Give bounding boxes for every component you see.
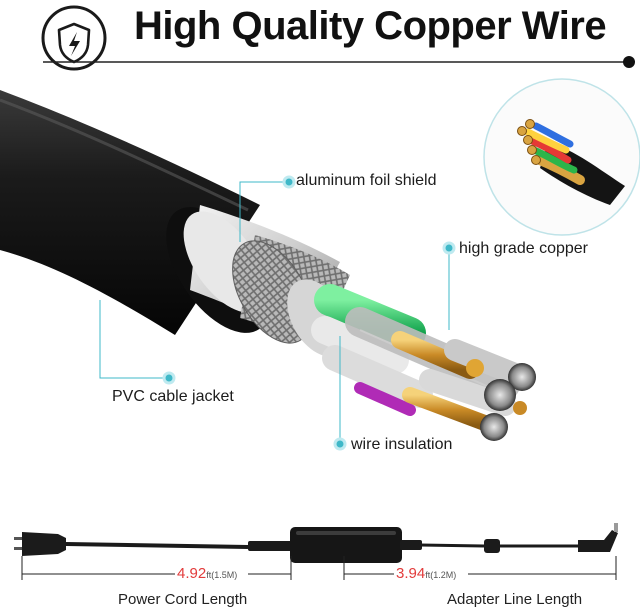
callout-dot-insulation — [333, 437, 347, 451]
power-cord-unit: ft — [206, 570, 212, 580]
header-badge — [41, 5, 107, 71]
page-title: High Quality Copper Wire — [134, 4, 607, 48]
ferrite-core — [484, 539, 500, 553]
cable-cutaway — [0, 90, 536, 441]
callout-dots — [162, 175, 456, 451]
dimension-lines — [21, 556, 617, 580]
power-cord-caption: Power Cord Length — [118, 591, 248, 608]
inner-wires — [311, 284, 536, 441]
power-adapter-brick — [290, 527, 402, 563]
callout-dot-jacket — [162, 371, 176, 385]
label-high-grade-copper: high grade copper — [459, 240, 588, 257]
power-cord-value: 4.92 — [177, 565, 207, 582]
label-pvc-cable-jacket: PVC cable jacket — [112, 388, 234, 405]
power-cord-measurement: 4.92ft(1.5M) — [177, 565, 237, 582]
adapter-line-value: 3.94 — [396, 565, 426, 582]
callout-dot-copper — [442, 241, 456, 255]
header-rule-dot — [623, 56, 635, 68]
adapter-line-measurement: 3.94ft(1.2M) — [396, 565, 456, 582]
callout-dot-foil — [282, 175, 296, 189]
label-wire-insulation: wire insulation — [351, 436, 453, 453]
adapter-line-metric: (1.2M) — [430, 570, 457, 580]
adapter-line-caption: Adapter Line Length — [447, 591, 583, 608]
adapter-line-unit: ft — [425, 570, 431, 580]
power-cord-metric: (1.5M) — [211, 570, 238, 580]
ac-plug — [14, 532, 66, 556]
adapter-assembly — [14, 523, 618, 563]
label-aluminum-foil-shield: aluminum foil shield — [296, 172, 437, 189]
cable-end-inset — [483, 78, 640, 236]
callout-lines — [99, 181, 450, 444]
dc-connector — [578, 530, 618, 552]
